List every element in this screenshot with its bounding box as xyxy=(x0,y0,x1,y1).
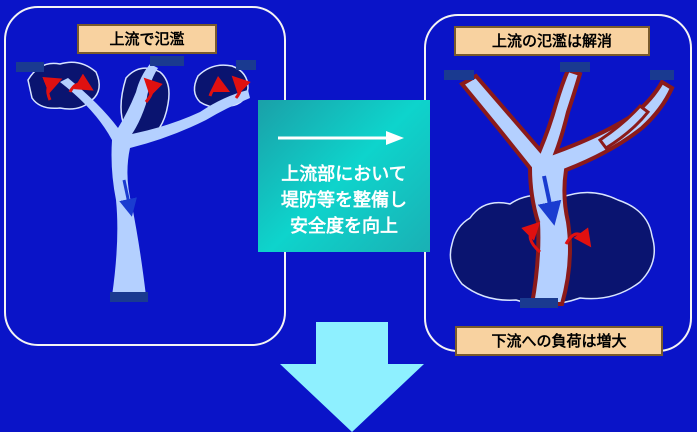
gauge-right-2 xyxy=(560,62,590,72)
gauge-left-1 xyxy=(16,62,44,72)
tributary-right xyxy=(597,103,651,150)
measure-line-1: 上流部において xyxy=(281,164,407,185)
gauge-right-4 xyxy=(520,298,558,308)
right-arrow-icon xyxy=(278,131,404,145)
gauge-left-3 xyxy=(236,60,256,70)
gauge-left-2 xyxy=(150,56,184,66)
label-downstream-load: 下流への負荷は増大 xyxy=(455,326,663,356)
swirl-left-4 xyxy=(208,75,231,97)
gauge-right-3 xyxy=(650,70,674,80)
gauge-left-4 xyxy=(110,292,148,302)
measure-box: 上流部において 堤防等を整備し 安全度を向上 xyxy=(258,100,430,252)
measure-line-3: 安全度を向上 xyxy=(290,216,398,237)
label-upstream-flood: 上流で氾濫 xyxy=(77,24,217,54)
swirl-left-2 xyxy=(68,73,94,93)
swirl-right-2 xyxy=(564,227,592,248)
flow-arrow-right xyxy=(537,175,562,226)
measure-text: 上流部において 堤防等を整備し 安全度を向上 xyxy=(258,162,430,240)
down-arrow xyxy=(280,322,424,432)
river-left xyxy=(60,64,250,296)
label-flood-resolved: 上流の氾濫は解消 xyxy=(454,26,650,56)
swirl-left-1 xyxy=(42,76,63,101)
gauge-right-1 xyxy=(444,70,474,80)
swirl-left-5 xyxy=(231,75,251,99)
measure-line-2: 堤防等を整備し xyxy=(281,190,407,211)
flow-arrow-left xyxy=(119,179,137,217)
swirl-left-3 xyxy=(143,77,163,103)
swirl-right-1 xyxy=(521,221,542,254)
